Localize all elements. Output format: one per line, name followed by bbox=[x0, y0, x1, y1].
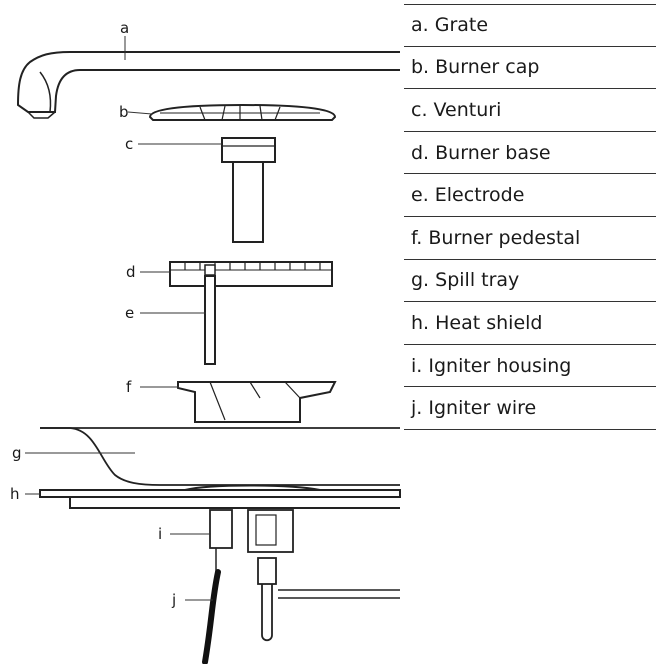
callout-e: e bbox=[125, 304, 134, 322]
burner-pedestal-part bbox=[177, 381, 337, 423]
legend-item-burner-pedestal: f. Burner pedestal bbox=[404, 217, 656, 260]
callout-f: f bbox=[126, 378, 132, 396]
igniter-housing-part bbox=[209, 509, 400, 642]
spill-tray-part bbox=[40, 427, 400, 486]
legend-item-grate: a. Grate bbox=[404, 4, 656, 47]
leader-lines bbox=[25, 36, 222, 601]
callout-d: d bbox=[126, 263, 136, 281]
heat-shield-part bbox=[39, 484, 401, 509]
legend-item-igniter-wire: j. Igniter wire bbox=[404, 387, 656, 430]
grate-part bbox=[16, 51, 400, 119]
parts-legend: a. Grate b. Burner cap c. Venturi d. Bur… bbox=[404, 4, 656, 430]
legend-item-heat-shield: h. Heat shield bbox=[404, 302, 656, 345]
callout-h: h bbox=[10, 485, 20, 503]
legend-item-venturi: c. Venturi bbox=[404, 89, 656, 132]
burner-base-part bbox=[169, 261, 333, 287]
venturi-part bbox=[221, 137, 276, 243]
legend-item-electrode: e. Electrode bbox=[404, 174, 656, 217]
igniter-wire-part bbox=[202, 548, 221, 664]
burner-cap-part bbox=[148, 103, 337, 121]
legend-item-spill-tray: g. Spill tray bbox=[404, 260, 656, 303]
callout-a: a bbox=[120, 19, 129, 37]
legend-item-burner-cap: b. Burner cap bbox=[404, 47, 656, 90]
callout-g: g bbox=[12, 444, 22, 462]
legend-item-igniter-housing: i. Igniter housing bbox=[404, 345, 656, 388]
legend-item-burner-base: d. Burner base bbox=[404, 132, 656, 175]
callout-j: j bbox=[171, 591, 176, 609]
callout-b: b bbox=[119, 103, 129, 121]
callout-i: i bbox=[158, 525, 162, 543]
callout-c: c bbox=[125, 135, 133, 153]
electrode-part bbox=[204, 275, 216, 365]
